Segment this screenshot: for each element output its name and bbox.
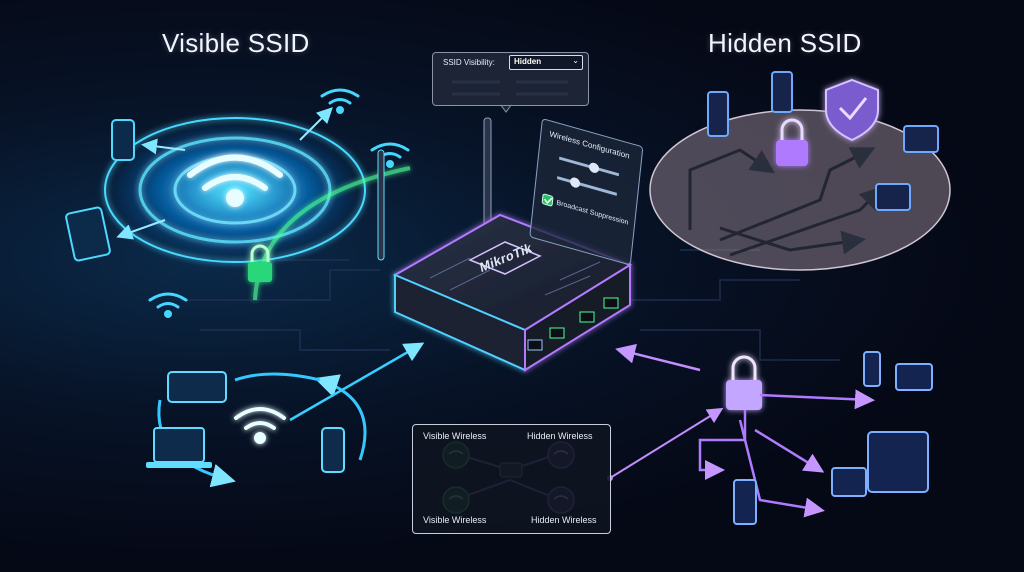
tablet-icon bbox=[65, 206, 111, 262]
ssid-visibility-panel: SSID Visibility: Hidden ⌄ bbox=[432, 52, 589, 106]
monitor-icon bbox=[831, 467, 867, 497]
device-cluster-visible bbox=[146, 371, 367, 488]
visible-wireless-label: Visible Wireless bbox=[423, 515, 487, 525]
slider-knob bbox=[589, 162, 600, 173]
ssid-visibility-label: SSID Visibility: bbox=[443, 58, 495, 67]
checkbox-icon bbox=[541, 193, 554, 207]
visible-wireless-label: Visible Wireless bbox=[423, 431, 487, 441]
hidden-wireless-label: Hidden Wireless bbox=[531, 515, 597, 525]
wireless-config-panel: Wireless Configuration Broadcast Suppres… bbox=[529, 118, 644, 266]
wifi-icon bbox=[234, 407, 286, 444]
laptop-icon bbox=[167, 371, 227, 403]
laptop-icon bbox=[895, 363, 933, 391]
phone-icon bbox=[111, 119, 135, 161]
phone-icon bbox=[863, 351, 881, 387]
lock-icon-green bbox=[248, 244, 272, 282]
router-antennas bbox=[377, 117, 492, 261]
ssid-visibility-select[interactable]: Hidden ⌄ bbox=[509, 55, 583, 70]
data-flow-arrows bbox=[289, 342, 724, 481]
slider-knob bbox=[570, 177, 581, 188]
phone-icon bbox=[321, 427, 345, 473]
lock-icon-network bbox=[726, 355, 762, 410]
chevron-down-icon: ⌄ bbox=[572, 56, 579, 65]
hidden-devices bbox=[707, 71, 939, 211]
hidden-network-devices bbox=[733, 351, 933, 525]
phone-icon bbox=[771, 71, 793, 113]
phone-icon bbox=[733, 479, 757, 525]
laptop-icon bbox=[903, 125, 939, 153]
server-icon bbox=[867, 431, 929, 493]
hidden-network-paths bbox=[698, 389, 875, 518]
hidden-ssid-heading: Hidden SSID bbox=[708, 28, 862, 58]
tablet-icon bbox=[707, 91, 729, 137]
ssid-visibility-value: Hidden bbox=[514, 57, 542, 66]
hidden-routing-paths bbox=[688, 147, 885, 257]
comparison-panel: Visible Wireless Hidden Wireless Visible… bbox=[412, 424, 611, 534]
config-controls bbox=[541, 156, 620, 207]
router-circuitry bbox=[429, 257, 601, 296]
laptop-icon bbox=[153, 427, 205, 463]
shield-icon bbox=[825, 78, 879, 142]
laptop-icon bbox=[875, 183, 911, 211]
visible-ssid-heading: Visible SSID bbox=[162, 28, 310, 58]
broadcast-arrows bbox=[116, 107, 333, 240]
wifi-broadcast-icon bbox=[187, 154, 283, 207]
hidden-wireless-label: Hidden Wireless bbox=[527, 431, 593, 441]
lock-icon-purple bbox=[776, 118, 808, 166]
